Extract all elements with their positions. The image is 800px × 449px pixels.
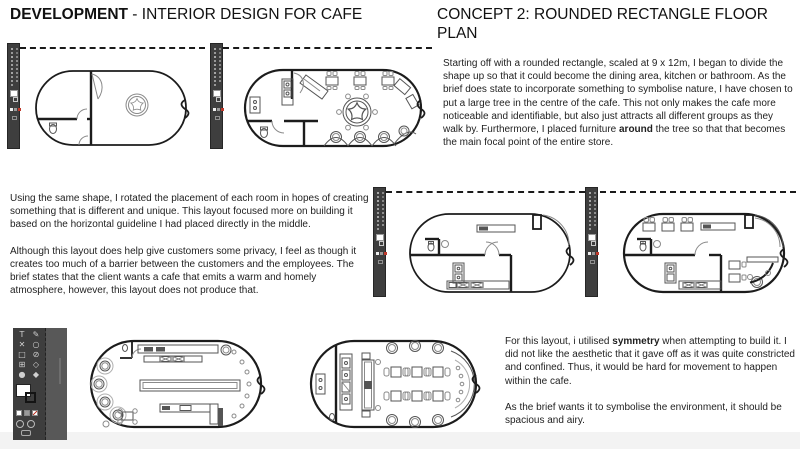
cad-screenshot-rotated-furnished-plan (585, 187, 798, 305)
ellipse-tool-icon: ○ (32, 340, 40, 349)
symmetry-paragraph-1: For this layout, i utilised symmetry whe… (505, 335, 795, 388)
booth-scallops (323, 125, 417, 147)
page-title-rest: - INTERIOR DESIGN FOR CAFE (127, 6, 363, 23)
concept-intro-text: Starting off with a rounded rectangle, s… (443, 57, 795, 149)
floor-plan-empty-with-tree (35, 70, 190, 146)
fill-swatch-icon (213, 90, 221, 97)
right-curve-seats (231, 349, 252, 419)
illustrator-mini-toolbar (373, 187, 386, 297)
floor-plan-symmetry-layout (309, 339, 481, 429)
artboard-ruler-dashes (20, 47, 205, 49)
illustrator-mini-toolbar (210, 43, 223, 149)
scissors-tool-icon: ✕ (18, 340, 26, 349)
rotated-paragraph-1: Using the same shape, I rotated the plac… (10, 193, 369, 231)
floor-plan-booths-layout (89, 339, 266, 429)
central-long-table (361, 352, 381, 418)
gradient-swatch-icon (24, 410, 30, 416)
color-dots-icon (10, 108, 13, 111)
color-dots-icon (376, 252, 379, 255)
color-dots-icon (213, 108, 216, 111)
grid-tool-icon: ⊞ (18, 360, 26, 369)
stroke-swatch-icon (379, 241, 384, 246)
symmetry-before: For this layout, i utilised (505, 336, 613, 347)
dining-tables-row (642, 217, 694, 232)
draw-behind-icon (27, 420, 35, 428)
collapse-icon (21, 430, 31, 436)
color-mode-row (16, 410, 38, 416)
left-booth-tables (90, 357, 127, 424)
illustrator-toolbar-zoomed: T ✎ ✕ ○ □ ⊘ ⊞ ◇ ● ◆ (13, 328, 67, 440)
central-tree (336, 93, 378, 131)
artboard-ruler-dashes (600, 191, 796, 193)
stroke-swatch-icon (216, 97, 221, 102)
illustrator-mini-toolbar (585, 187, 598, 297)
collapse-icon (378, 260, 383, 264)
floor-plan-furnished-with-tree (243, 68, 426, 148)
stroke-swatch-icon (13, 97, 18, 102)
toolbar-icons (377, 192, 379, 194)
dining-table-grid (383, 366, 451, 402)
blob-tool-icon: ● (18, 370, 26, 379)
toolbar-icons (11, 48, 13, 50)
symmetry-layout-paragraphs: For this layout, i utilised symmetry whe… (505, 335, 795, 440)
cad-screenshot-rotated-empty-plan (373, 187, 585, 305)
bottom-gray-strip (0, 432, 800, 449)
collapse-icon (215, 116, 220, 120)
illustrator-mini-toolbar (7, 43, 20, 149)
slice-tool-icon: ⊘ (32, 350, 40, 359)
toolbar-icons (589, 192, 591, 194)
stroke-swatch-icon (591, 241, 596, 246)
concept-intro-paragraph: Starting off with a rounded rectangle, s… (443, 57, 795, 162)
concept-title: CONCEPT 2: ROUNDED RECTANGLE FLOOR PLAN (437, 6, 769, 42)
pencil-tool-icon: ✎ (32, 330, 40, 339)
symmetry-after: when attempting to build it. I did not l… (505, 336, 795, 387)
toolbar-tool-icons: T ✎ ✕ ○ □ ⊘ ⊞ ◇ ● ◆ (15, 330, 45, 379)
symmetry-paragraph-2: As the brief wants it to symbolise the e… (505, 401, 782, 427)
fill-swatch-icon (10, 90, 18, 97)
rotated-paragraph-2: Although this layout does help give cust… (10, 245, 357, 297)
cad-screenshot-empty-tree-plan (7, 43, 205, 155)
floor-plan-rotated-empty (409, 213, 575, 293)
shape-tool-icon: ◆ (32, 370, 40, 379)
round-tables-top (386, 340, 444, 354)
draw-mode-row (16, 420, 35, 428)
gradient-tool-icon: ◇ (32, 360, 40, 369)
color-swatch-icon (16, 410, 22, 416)
panel-divider (59, 358, 61, 384)
page-title-bold: DEVELOPMENT (10, 6, 128, 23)
floor-plan-rotated-furnished (622, 212, 789, 294)
fill-swatch-icon (588, 234, 596, 241)
page-title: DEVELOPMENT - INTERIOR DESIGN FOR CAFE (10, 6, 362, 24)
cad-screenshot-furnished-tree-plan (210, 43, 432, 155)
symmetry-bold-word: symmetry (612, 336, 660, 347)
concept-intro-after: the tree so that that becomes the main f… (443, 124, 786, 149)
collapse-icon (12, 116, 17, 120)
fill-swatch-icon (376, 234, 384, 241)
round-tables-bottom (386, 414, 444, 428)
dining-tables-row (325, 71, 395, 90)
artboard-ruler-dashes (386, 191, 585, 193)
rectangle-tool-icon: □ (18, 350, 26, 359)
collapse-icon (590, 260, 595, 264)
stroke-swatch-icon (25, 392, 36, 403)
rotated-layout-paragraphs: Using the same shape, I rotated the plac… (10, 192, 372, 310)
artboard-ruler-dashes (223, 47, 432, 49)
type-tool-icon: T (19, 330, 25, 339)
draw-normal-icon (16, 420, 24, 428)
color-dots-icon (588, 252, 591, 255)
concept-intro-bold-word: around (619, 124, 653, 136)
toolbar-icons (214, 48, 216, 50)
none-swatch-icon (32, 410, 38, 416)
concept-intro-before: Starting off with a rounded rectangle, s… (443, 58, 793, 136)
